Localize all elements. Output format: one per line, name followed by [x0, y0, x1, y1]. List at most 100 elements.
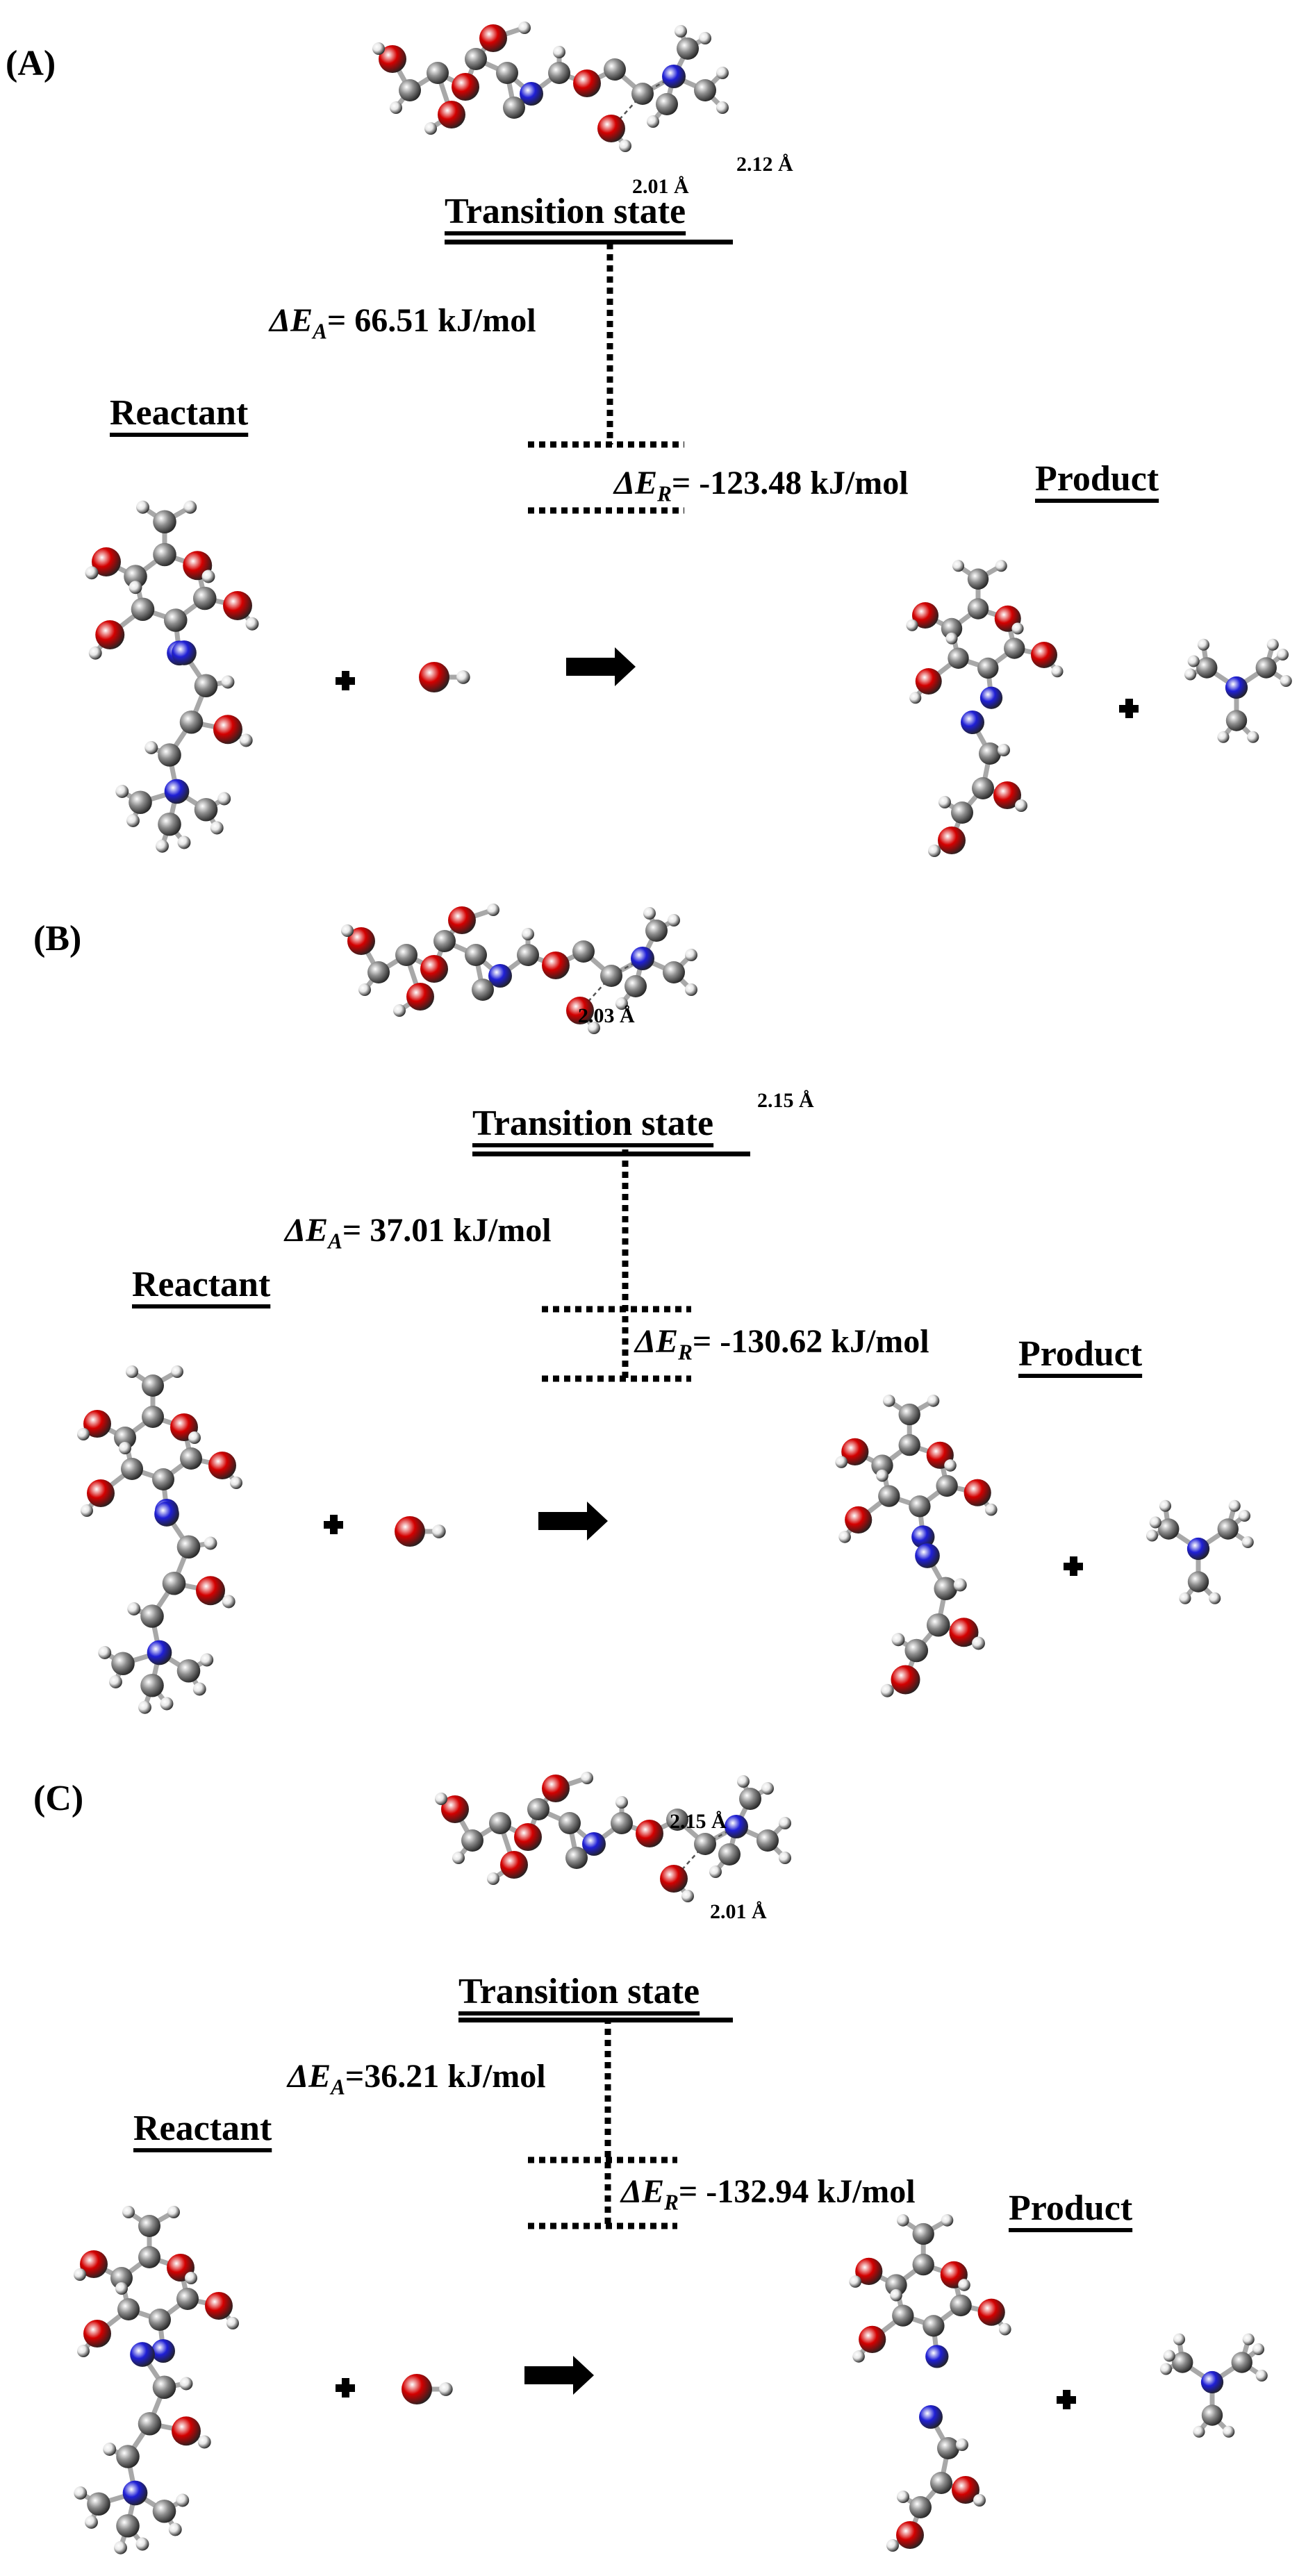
atom-H [341, 924, 354, 937]
atom-H [716, 101, 729, 114]
panel-a-distance-1: 2.01 Å [632, 175, 689, 198]
atom-H [1242, 2333, 1255, 2345]
atom-C [898, 1403, 920, 1426]
atom-C [427, 62, 449, 84]
atom-O [87, 1479, 115, 1507]
atom-H [1241, 1536, 1254, 1549]
atom-H [995, 560, 1007, 572]
atom-H [779, 1852, 791, 1864]
atom-H [171, 1365, 183, 1378]
atom-N [631, 947, 654, 970]
atom-H [581, 1772, 593, 1784]
panel-b-ts-molecule [341, 904, 697, 1034]
arrow-shaft [566, 658, 615, 676]
atom-C [138, 2215, 160, 2237]
atom-C [192, 586, 217, 610]
atom-H [487, 1872, 499, 1885]
atom-C [1201, 2404, 1223, 2426]
atom-H [144, 741, 158, 754]
atom-H [372, 42, 385, 55]
atom-H [74, 2268, 86, 2281]
atom-H [126, 814, 140, 827]
atom-C [179, 710, 204, 734]
atom-C [140, 1673, 164, 1697]
atom-O [441, 1795, 469, 1823]
panel-a-activation-energy: ΔEA= 66.51 kJ/mol [270, 302, 536, 344]
atom-O [395, 1516, 425, 1547]
panel-b-product-chain [880, 1543, 985, 1697]
atom-C [114, 1427, 136, 1449]
atom-O [213, 715, 242, 745]
atom-H [204, 1536, 217, 1550]
atom-H [109, 1675, 122, 1688]
atom-C [465, 48, 487, 70]
atom-C [878, 1485, 900, 1507]
atom-C [110, 2267, 133, 2289]
atom-O [402, 2374, 432, 2404]
panel-b-distance-2: 2.15 Å [757, 1089, 814, 1112]
atom-H [647, 115, 659, 128]
atom-H [217, 792, 231, 806]
atom-H [160, 1697, 174, 1711]
panel-a-distance-2: 2.12 Å [736, 153, 793, 176]
atom-H [168, 2523, 182, 2536]
atom-C [885, 2274, 907, 2296]
atom-C [496, 62, 518, 84]
atom-O [542, 1775, 570, 1802]
atom-C [565, 1847, 588, 1869]
atom-N [979, 686, 1003, 709]
atom-O [993, 781, 1021, 809]
atom-O [196, 1576, 225, 1606]
atom-H [716, 67, 729, 79]
atom-H [972, 1636, 985, 1650]
atom-C [163, 608, 188, 632]
atom-H [85, 2516, 98, 2529]
atom-H [984, 1503, 998, 1516]
atom-H [896, 2214, 909, 2227]
atom-H [126, 1365, 138, 1378]
atom-C [1187, 1571, 1209, 1593]
atom-C [138, 2246, 160, 2268]
panel-a-trimethylamine [1184, 638, 1292, 743]
atom-C [142, 1374, 164, 1397]
panel-c-distance-2: 2.01 Å [710, 1900, 767, 1923]
panel-c-product-label: Product [1009, 2188, 1133, 2228]
atom-H [699, 32, 711, 44]
atom-H [192, 1682, 206, 1696]
atom-H [1223, 2425, 1235, 2438]
panel-b-distance-1: 2.03 Å [578, 1004, 635, 1027]
atom-C [600, 965, 622, 987]
atom-H [897, 2491, 909, 2503]
atom-H [737, 1775, 750, 1788]
atom-C [967, 598, 989, 620]
atom-H [761, 1782, 774, 1795]
panel-a-plus-2 [1119, 699, 1139, 718]
atom-H [958, 2279, 970, 2291]
panel-b-letter: (B) [33, 919, 82, 958]
atom-C [140, 1604, 164, 1628]
atom-H [956, 2438, 968, 2451]
atom-N [1225, 676, 1248, 699]
atom-C [923, 2315, 945, 2337]
panel-c-hydroxyl [402, 2374, 453, 2404]
atom-N [662, 65, 686, 88]
atom-H [1149, 1516, 1161, 1529]
atom-C [461, 1829, 483, 1852]
atom-O [205, 2292, 233, 2320]
panel-c-trimethylamine [1159, 2333, 1268, 2438]
atom-H [615, 1796, 628, 1809]
atom-O [92, 547, 121, 576]
atom-C [912, 2222, 934, 2245]
atom-C [117, 2298, 140, 2320]
atom-C [87, 2492, 110, 2516]
atom-C [936, 1474, 958, 1497]
panel-a-hydroxyl [419, 662, 470, 692]
atom-C [930, 2472, 952, 2494]
atom-O [172, 2416, 201, 2446]
atom-C [162, 1571, 186, 1595]
atom-C [937, 2437, 959, 2459]
atom-C [950, 2294, 972, 2317]
atom-C [1225, 710, 1248, 731]
atom-C [121, 1458, 143, 1480]
atom-H [390, 101, 402, 114]
